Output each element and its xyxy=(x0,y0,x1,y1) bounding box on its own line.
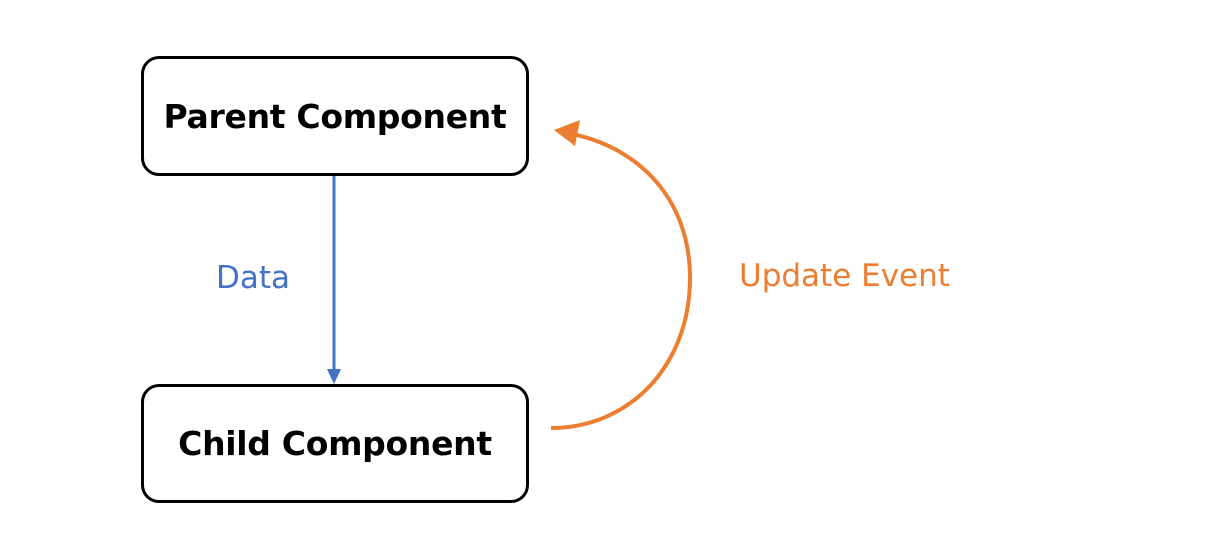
update-event-edge-label: Update Event xyxy=(739,258,950,294)
update-event-arrow-head xyxy=(554,120,580,146)
parent-component-label: Parent Component xyxy=(163,96,507,136)
child-component-node: Child Component xyxy=(141,384,529,503)
update-event-arrow-curve xyxy=(550,132,693,430)
data-edge-label: Data xyxy=(216,260,291,296)
child-component-label: Child Component xyxy=(178,424,492,463)
parent-component-node: Parent Component xyxy=(141,56,529,176)
data-arrow-head xyxy=(327,369,341,384)
